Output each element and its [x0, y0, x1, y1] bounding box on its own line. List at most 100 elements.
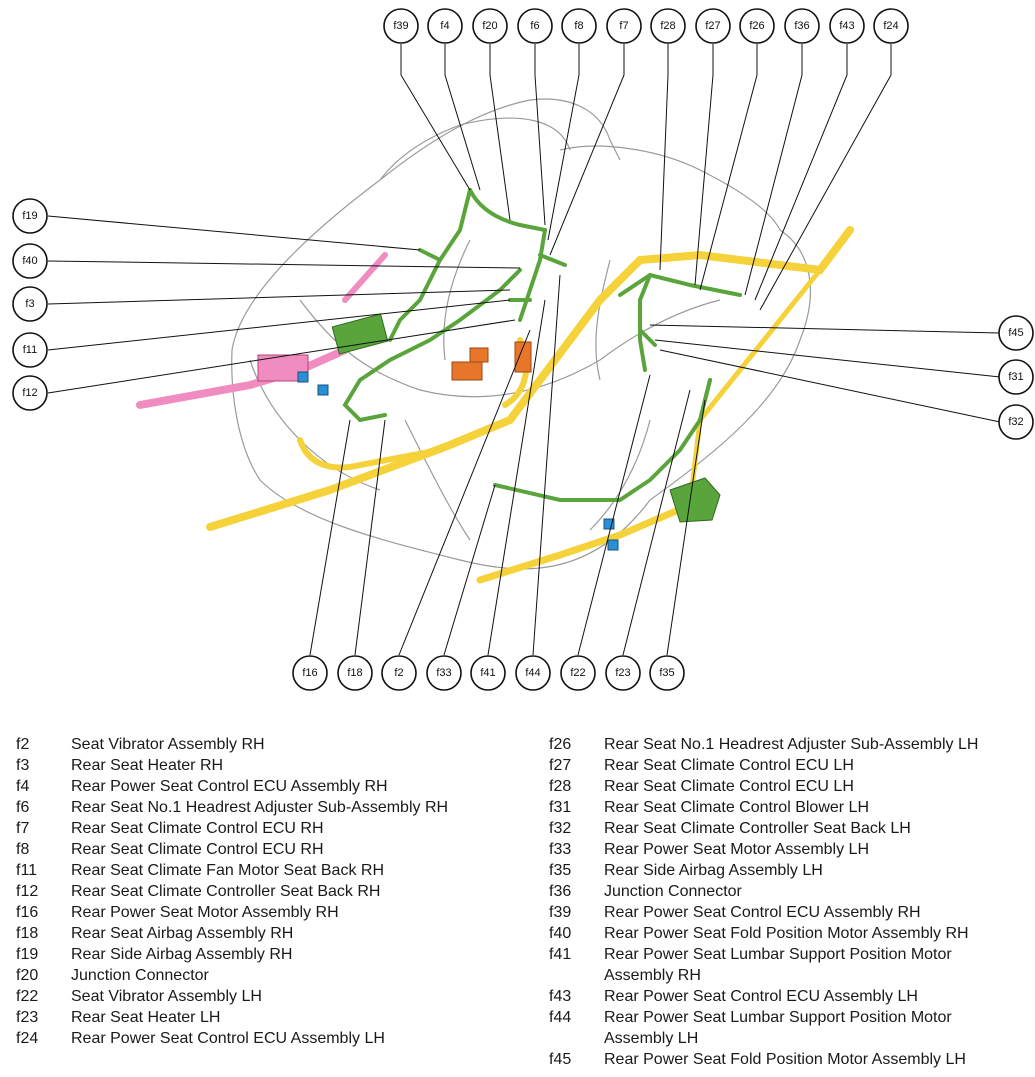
seat-outline [231, 98, 811, 570]
legend-row: f18 Rear Seat Airbag Assembly RH [16, 923, 516, 944]
svg-text:f43: f43 [839, 20, 854, 32]
legend-desc: Rear Side Airbag Assembly LH [604, 862, 823, 879]
legend-code: f31 [549, 799, 572, 816]
legend-code: f24 [16, 1030, 39, 1047]
callout-f24[interactable]: f24 [873, 8, 909, 44]
callouts-top: f39 f4 f20 f6 f8 f7 f28 f27 f26 f36 f43 … [383, 8, 909, 44]
svg-text:f18: f18 [347, 667, 362, 679]
svg-text:f20: f20 [482, 20, 497, 32]
callout-f12[interactable]: f12 [12, 375, 48, 411]
svg-text:f32: f32 [1008, 416, 1023, 428]
callout-f16[interactable]: f16 [292, 655, 328, 691]
svg-text:f27: f27 [705, 20, 720, 32]
legend-row: f16 Rear Power Seat Motor Assembly RH [16, 902, 516, 923]
legend-code: f16 [16, 904, 39, 921]
legend-desc: Rear Seat Climate Control ECU RH [71, 820, 324, 837]
svg-text:f22: f22 [570, 667, 585, 679]
svg-text:f23: f23 [615, 667, 630, 679]
green-harness-lh [493, 272, 742, 502]
legend-code: f35 [549, 862, 572, 879]
callout-f41[interactable]: f41 [470, 655, 506, 691]
legend-desc: Rear Power Seat Motor Assembly RH [71, 904, 339, 921]
svg-text:f45: f45 [1008, 327, 1023, 339]
svg-text:f35: f35 [659, 667, 674, 679]
callout-f4[interactable]: f4 [427, 8, 463, 44]
svg-text:f2: f2 [394, 667, 403, 679]
callout-f28[interactable]: f28 [650, 8, 686, 44]
yellow-harness [206, 226, 854, 584]
legend-desc: Rear Power Seat Control ECU Assembly LH [604, 988, 918, 1005]
legend-desc: Rear Seat Heater LH [71, 1009, 221, 1026]
callout-f11[interactable]: f11 [12, 332, 48, 368]
callout-f8[interactable]: f8 [561, 8, 597, 44]
legend-desc: Rear Seat Climate Control ECU LH [604, 757, 854, 774]
legend-desc: Rear Seat Climate Fan Motor Seat Back RH [71, 862, 385, 879]
callout-f43[interactable]: f43 [829, 8, 865, 44]
callout-f31[interactable]: f31 [998, 359, 1034, 395]
callout-f40[interactable]: f40 [12, 243, 48, 279]
svg-text:f26: f26 [749, 20, 764, 32]
legend-desc: Rear Power Seat Fold Position Motor Asse… [604, 925, 969, 942]
callout-f32[interactable]: f32 [998, 404, 1034, 440]
legend-code: f7 [16, 820, 30, 837]
legend-code: f19 [16, 946, 39, 963]
callout-f2[interactable]: f2 [381, 655, 417, 691]
legend-code: f22 [16, 988, 39, 1005]
legend-desc: Rear Seat Airbag Assembly RH [71, 925, 294, 942]
legend-code: f39 [549, 904, 572, 921]
legend-code: f28 [549, 778, 572, 795]
svg-text:f36: f36 [794, 20, 809, 32]
legend-code: f41 [549, 946, 572, 963]
svg-text:f4: f4 [440, 20, 449, 32]
svg-text:f31: f31 [1008, 371, 1023, 383]
legend-code: f8 [16, 841, 30, 858]
legend-code: f2 [16, 736, 30, 753]
callout-f23[interactable]: f23 [605, 655, 641, 691]
callout-f19[interactable]: f19 [12, 198, 48, 234]
callout-f22[interactable]: f22 [560, 655, 596, 691]
callout-f44[interactable]: f44 [515, 655, 551, 691]
legend-row: f35 Rear Side Airbag Assembly LH [549, 860, 1019, 881]
callout-f27[interactable]: f27 [695, 8, 731, 44]
svg-text:f44: f44 [525, 667, 540, 679]
callout-f20[interactable]: f20 [472, 8, 508, 44]
green-airbag-lh [669, 477, 721, 523]
svg-text:f28: f28 [660, 20, 675, 32]
callout-f45[interactable]: f45 [998, 315, 1034, 351]
legend-code: f43 [549, 988, 572, 1005]
legend-code: f23 [16, 1009, 39, 1026]
callout-f3[interactable]: f3 [12, 286, 48, 322]
legend-code: f36 [549, 883, 572, 900]
legend-code: f40 [549, 925, 572, 942]
green-motor-block-rh [331, 313, 389, 355]
svg-text:f8: f8 [574, 20, 583, 32]
legend-row: f40 Rear Power Seat Fold Position Motor A… [549, 923, 1019, 944]
legend-desc: Rear Seat Climate Controller Seat Back R… [71, 883, 381, 900]
svg-text:f41: f41 [480, 667, 495, 679]
callout-f18[interactable]: f18 [337, 655, 373, 691]
callout-f36[interactable]: f36 [784, 8, 820, 44]
legend-desc: Rear Seat No.1 Headrest Adjuster Sub-Ass… [71, 799, 449, 816]
orange-connectors [451, 341, 532, 381]
callout-f26[interactable]: f26 [739, 8, 775, 44]
callout-f33[interactable]: f33 [426, 655, 462, 691]
callout-f7[interactable]: f7 [606, 8, 642, 44]
green-harness-rh [342, 188, 567, 422]
callout-f39[interactable]: f39 [383, 8, 419, 44]
callout-f35[interactable]: f35 [649, 655, 685, 691]
svg-text:f19: f19 [22, 210, 37, 222]
legend-code: f18 [16, 925, 39, 942]
callout-f6[interactable]: f6 [517, 8, 553, 44]
legend-desc: Rear Power Seat Lumbar Support Position … [604, 1009, 952, 1047]
svg-text:f40: f40 [22, 255, 37, 267]
